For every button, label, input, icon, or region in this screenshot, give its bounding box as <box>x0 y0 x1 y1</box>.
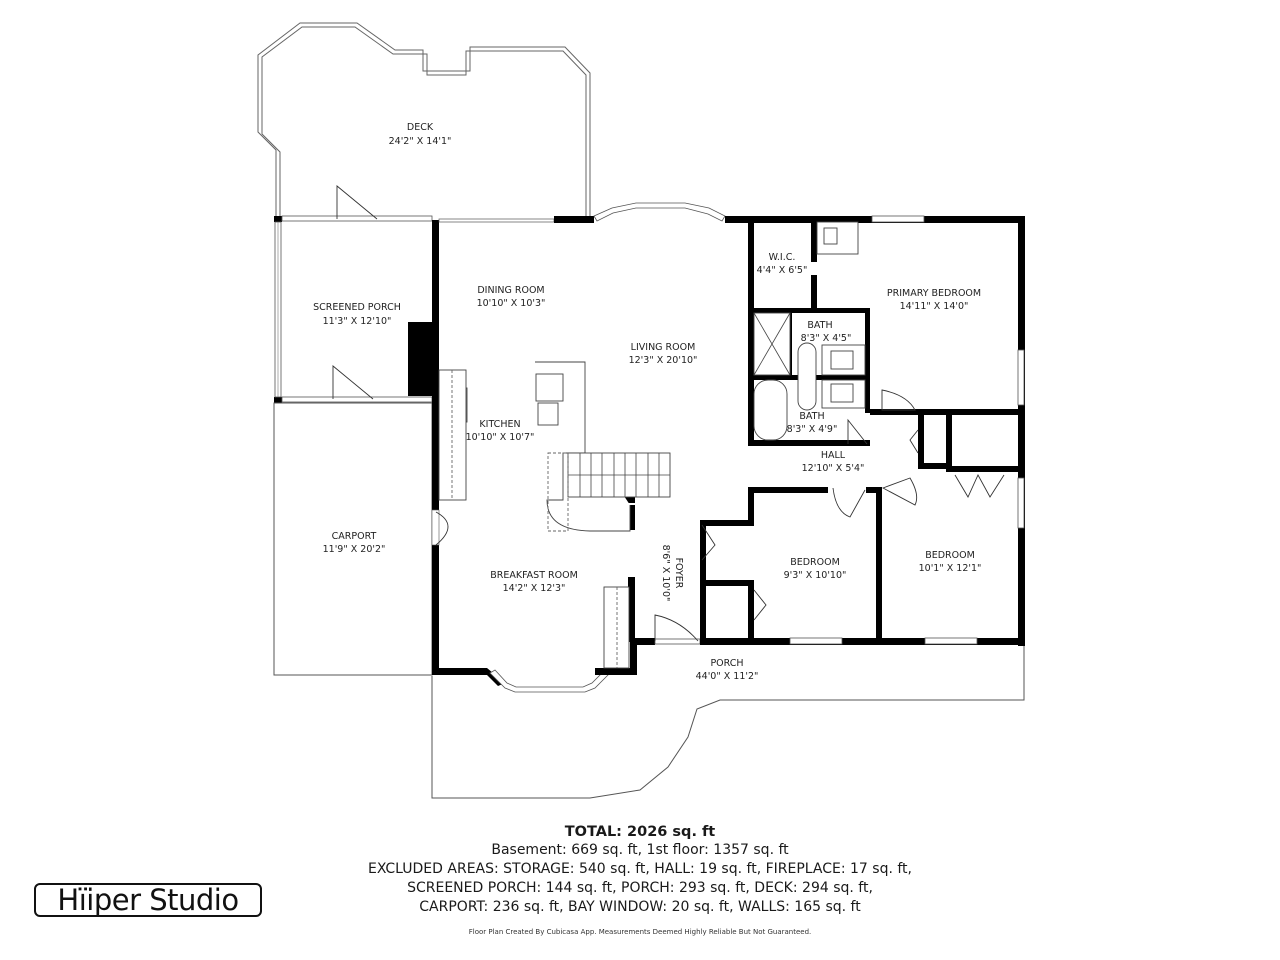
summary-line-2: EXCLUDED AREAS: STORAGE: 540 sq. ft, HAL… <box>367 861 912 877</box>
bedroom-1-label: BEDROOM <box>790 557 840 568</box>
total-area: TOTAL: 2026 sq. ft <box>564 824 716 840</box>
screened-porch-label: SCREENED PORCH <box>313 302 401 313</box>
summary-line-4: CARPORT: 236 sq. ft, BAY WINDOW: 20 sq. … <box>419 899 861 915</box>
porch-dims: 44'0" X 11'2" <box>696 671 759 682</box>
primary-bedroom-dims: 14'11" X 14'0" <box>900 301 969 312</box>
fixtures <box>438 221 866 669</box>
wic-label: W.I.C. <box>769 252 796 263</box>
bedroom-2-dims: 10'1" X 12'1" <box>919 563 982 574</box>
dining-room-label: DINING ROOM <box>477 285 544 296</box>
screened-porch-outline <box>274 185 434 403</box>
living-room-label: LIVING ROOM <box>631 342 696 353</box>
kitchen-dims: 10'10" X 10'7" <box>466 432 535 443</box>
porch-label: PORCH <box>710 658 743 669</box>
carport-label: CARPORT <box>332 531 377 542</box>
breakfast-room-label: BREAKFAST ROOM <box>490 570 578 581</box>
area-summary: TOTAL: 2026 sq. ft Basement: 669 sq. ft,… <box>340 823 940 917</box>
foyer-label: FOYER <box>673 558 684 589</box>
deck-label: DECK <box>407 122 434 133</box>
wic-dims: 4'4" X 6'5" <box>757 265 808 276</box>
breakfast-room-dims: 14'2" X 12'3" <box>503 583 566 594</box>
foyer-dims: 8'6" X 10'0" <box>660 545 671 602</box>
carport-dims: 11'9" X 20'2" <box>323 544 386 555</box>
hall-dims: 12'10" X 5'4" <box>802 463 865 474</box>
bedroom-1-dims: 9'3" X 10'10" <box>784 570 847 581</box>
screened-porch-dims: 11'3" X 12'10" <box>323 316 392 327</box>
doors <box>654 389 1005 642</box>
porch-outline <box>431 645 1025 799</box>
disclaimer: Floor Plan Created By Cubicasa App. Meas… <box>468 928 812 936</box>
hall-label: HALL <box>821 450 846 461</box>
room-labels: DECK 24'2" X 14'1" SCREENED PORCH 11'3" … <box>313 122 981 682</box>
bath-1-dims: 8'3" X 4'5" <box>801 333 852 344</box>
bath-2-label: BATH <box>799 411 824 422</box>
staircase <box>547 452 671 532</box>
summary-line-1: Basement: 669 sq. ft, 1st floor: 1357 sq… <box>491 842 789 858</box>
studio-logo: Hïiper Studio <box>34 883 262 917</box>
summary-line-3: SCREENED PORCH: 144 sq. ft, PORCH: 293 s… <box>407 880 873 896</box>
dining-room-dims: 10'10" X 10'3" <box>477 298 546 309</box>
deck-dims: 24'2" X 14'1" <box>389 136 452 147</box>
living-room-dims: 12'3" X 20'10" <box>629 355 698 366</box>
deck-outline <box>257 22 591 220</box>
bedroom-2-label: BEDROOM <box>925 550 975 561</box>
bath-2-dims: 8'3" X 4'9" <box>787 424 838 435</box>
kitchen-label: KITCHEN <box>479 419 520 430</box>
logo-text: Hïiper Studio <box>57 882 239 917</box>
bath-1-label: BATH <box>807 320 832 331</box>
exterior-walls <box>431 202 1025 693</box>
primary-bedroom-label: PRIMARY BEDROOM <box>887 288 981 299</box>
